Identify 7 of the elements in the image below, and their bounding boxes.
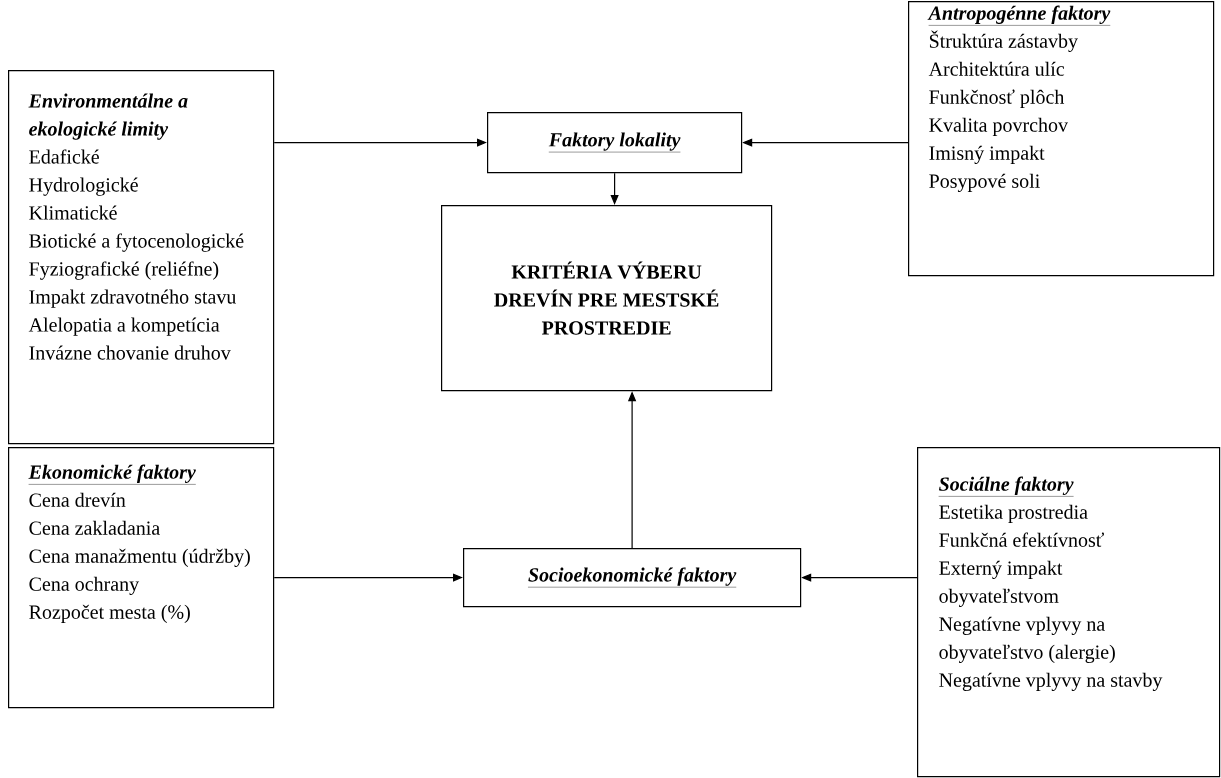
factor-box: Ekonomické faktory Cena drevín Cena zakladania Cena manažmentu (údržby) Cena ochrany Rozpočet mesta (%) (8, 447, 275, 709)
factor-box: Faktory lokality (487, 112, 743, 174)
factor-box: Environmentálne a ekologické limity Edafické Hydrologické Klimatické Biotické a fytocenologické Fyziografické (reliéfne) Impakt zdravotného stavu Alelopatia a kompetícia Invázne chovanie druhov (8, 70, 275, 445)
criteria-box: KRITÉRIA VÝBERU DREVÍN PRE MESTSKÉ PROSTREDIE (441, 205, 773, 392)
factor-box: Antropogénne faktory Štruktúra zástavby Architektúra ulíc Funkčnosť plôch Kvalita povrchov Imisný impakt Posypové soli (908, 1, 1215, 277)
factor-box: Socioekonomické faktory (463, 548, 802, 608)
factor-box: Sociálne faktory Estetika prostredia Funkčná efektívnosť Externý impakt obyvateľstvom Negatívne vplyvy na obyvateľstvo (alergie) Negatívne vplyvy na stavby (917, 447, 1221, 778)
